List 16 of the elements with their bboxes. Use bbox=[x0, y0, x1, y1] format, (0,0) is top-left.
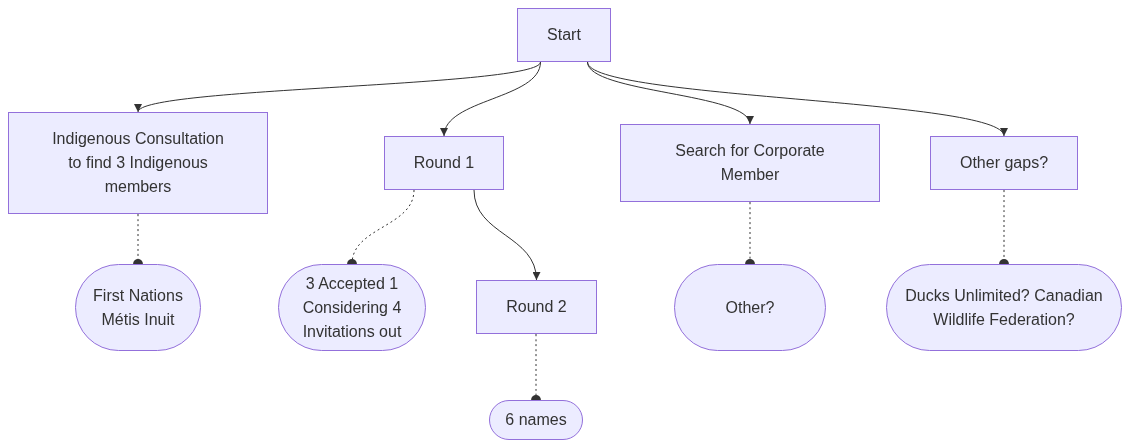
process-box: Indigenous Consultation to find 3 Indigenous members bbox=[8, 112, 268, 214]
rounded-node: 6 names bbox=[489, 400, 583, 440]
connector bbox=[473, 189, 540, 281]
connector bbox=[441, 61, 541, 137]
connector bbox=[137, 61, 541, 113]
connector bbox=[587, 61, 751, 125]
rounded-node: First Nations Métis Inuit bbox=[75, 264, 201, 351]
rounded-node: Ducks Unlimited? Canadian Wildlife Federation? bbox=[886, 264, 1122, 351]
process-box: Start bbox=[517, 8, 611, 62]
rounded-node: 3 Accepted 1 Considering 4 Invitations out bbox=[278, 264, 426, 351]
rounded-node: Other? bbox=[674, 264, 826, 351]
process-box: Round 2 bbox=[476, 280, 597, 334]
connector bbox=[587, 61, 1005, 137]
process-box: Other gaps? bbox=[930, 136, 1078, 190]
process-box: Search for Corporate Member bbox=[620, 124, 880, 202]
process-box: Round 1 bbox=[384, 136, 504, 190]
